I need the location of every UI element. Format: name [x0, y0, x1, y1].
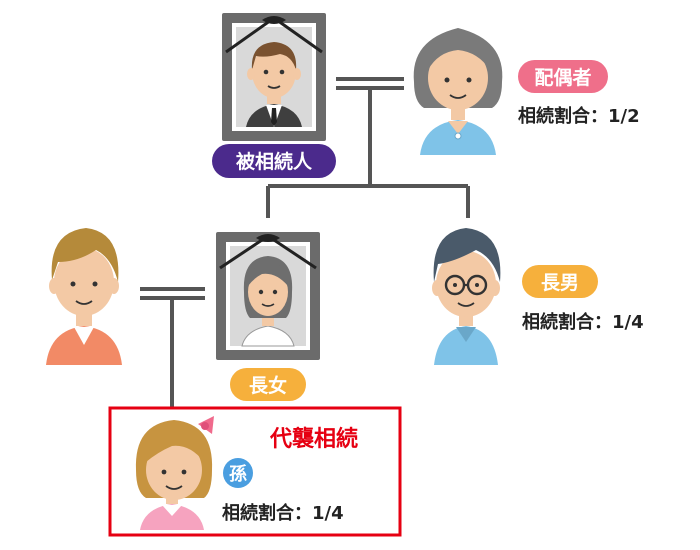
- decedent-badge-label: 被相続人: [236, 150, 313, 173]
- daughter-badge: 長女: [230, 368, 306, 401]
- spouse-badge: 配偶者: [518, 60, 608, 93]
- son-badge: 長男: [522, 265, 598, 298]
- spouse-avatar: [413, 28, 503, 155]
- grandchild-badge-label: 孫: [229, 463, 247, 485]
- grandchild-share: 相続割合：1/4: [222, 502, 344, 524]
- son-avatar: [432, 228, 501, 365]
- daughter-portrait: [216, 232, 320, 360]
- grandchild-badge: 孫: [223, 458, 253, 488]
- decedent-badge: 被相続人: [212, 144, 336, 178]
- son-badge-label: 長男: [541, 272, 579, 294]
- grandchild-avatar: [135, 416, 214, 530]
- daughter-badge-label: 長女: [249, 374, 287, 397]
- family-connectors: [140, 77, 470, 410]
- representation-label: 代襲相続: [269, 426, 358, 452]
- spouse-badge-label: 配偶者: [534, 66, 591, 89]
- decedent-portrait: [222, 13, 326, 141]
- son-share: 相続割合：1/4: [522, 311, 644, 333]
- spouse-share: 相続割合：1/2: [518, 105, 640, 127]
- son-in-law-avatar: [46, 228, 122, 365]
